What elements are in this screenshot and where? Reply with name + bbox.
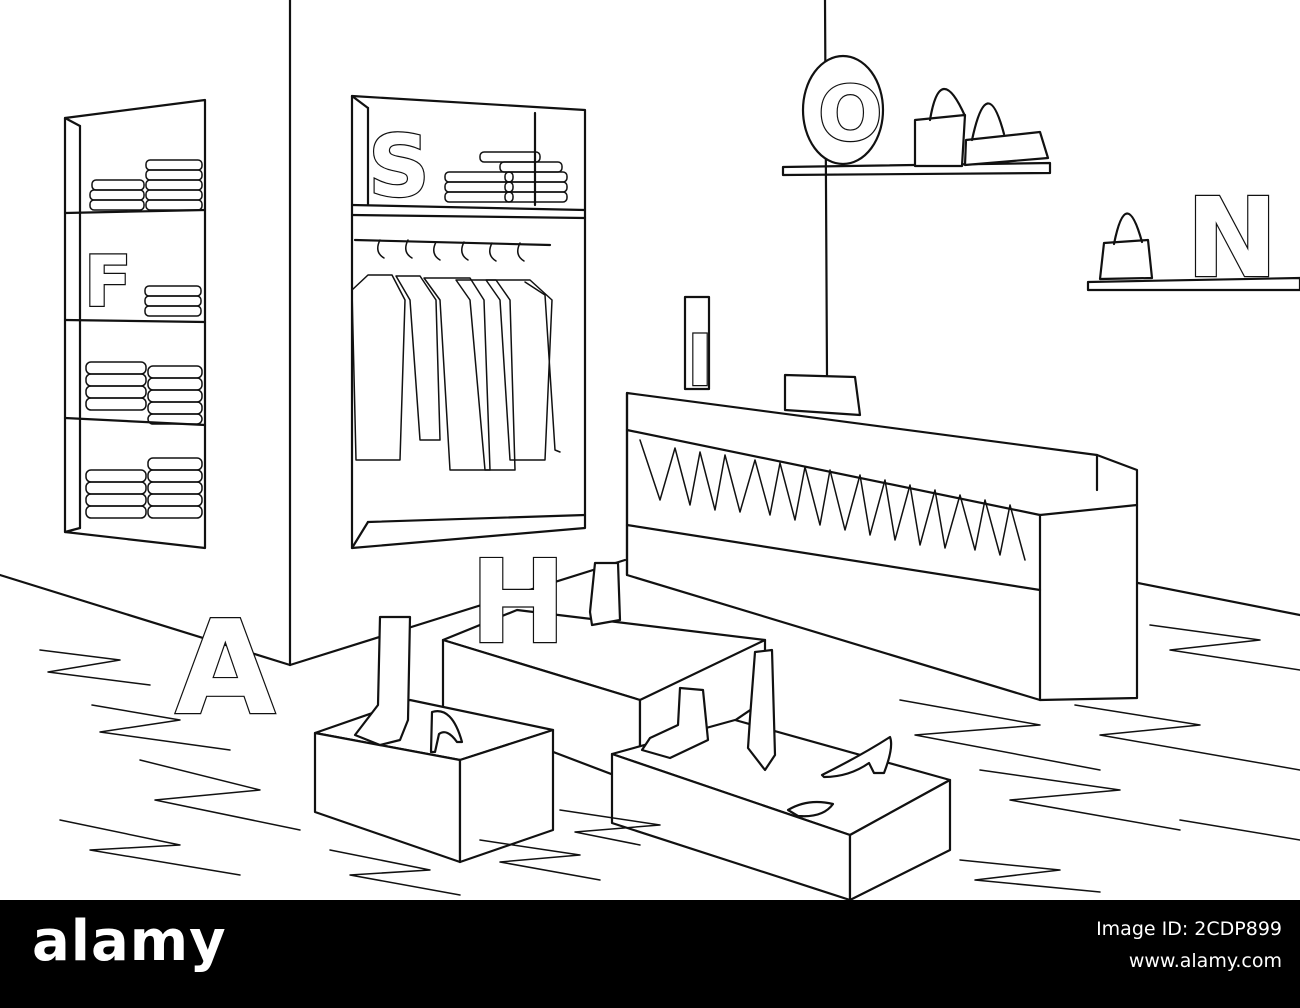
flat-shoe [786,800,835,818]
floor-hatching [39,624,1300,896]
letter-a: A [175,592,276,744]
wardrobe-niche: S [350,94,587,550]
cash-counter: I [625,295,1139,702]
tall-boot-2 [746,648,777,772]
wall-shelf-upper: O [781,54,1052,177]
banner-info: Image ID: 2CDP899 www.alamy.com [1096,918,1282,972]
ankle-boot-1 [588,561,622,627]
store-interior-drawing: F S O [0,0,1300,900]
boot-2 [640,686,710,760]
letter-i: I [687,320,713,402]
counter-screen [783,373,862,417]
image-id-label: Image ID: 2CDP899 [1096,918,1282,940]
wall-shelf-lower: N [1086,173,1300,303]
letter-h: H [470,536,566,670]
heel-shoe-2 [820,735,893,779]
handbag-1 [913,113,967,168]
fashion-store-sketch: F S O [0,0,1300,900]
shoe-podiums: H A [174,535,952,900]
site-url-link[interactable]: www.alamy.com [1128,950,1282,972]
left-clothes-shelf: F [63,98,207,550]
letter-i-block [683,295,711,391]
handbag-3 [1098,238,1154,281]
handbag-2 [963,130,1050,167]
letter-n: N [1186,174,1278,302]
letter-s: S [368,117,430,217]
heel-shoe-1 [429,710,464,754]
letter-o: O [818,69,883,158]
tall-boot-1 [353,615,412,747]
letter-f: F [84,241,132,323]
alamy-logo[interactable]: alamy [32,909,227,974]
stock-banner: alamy Image ID: 2CDP899 www.alamy.com [0,900,1300,1008]
